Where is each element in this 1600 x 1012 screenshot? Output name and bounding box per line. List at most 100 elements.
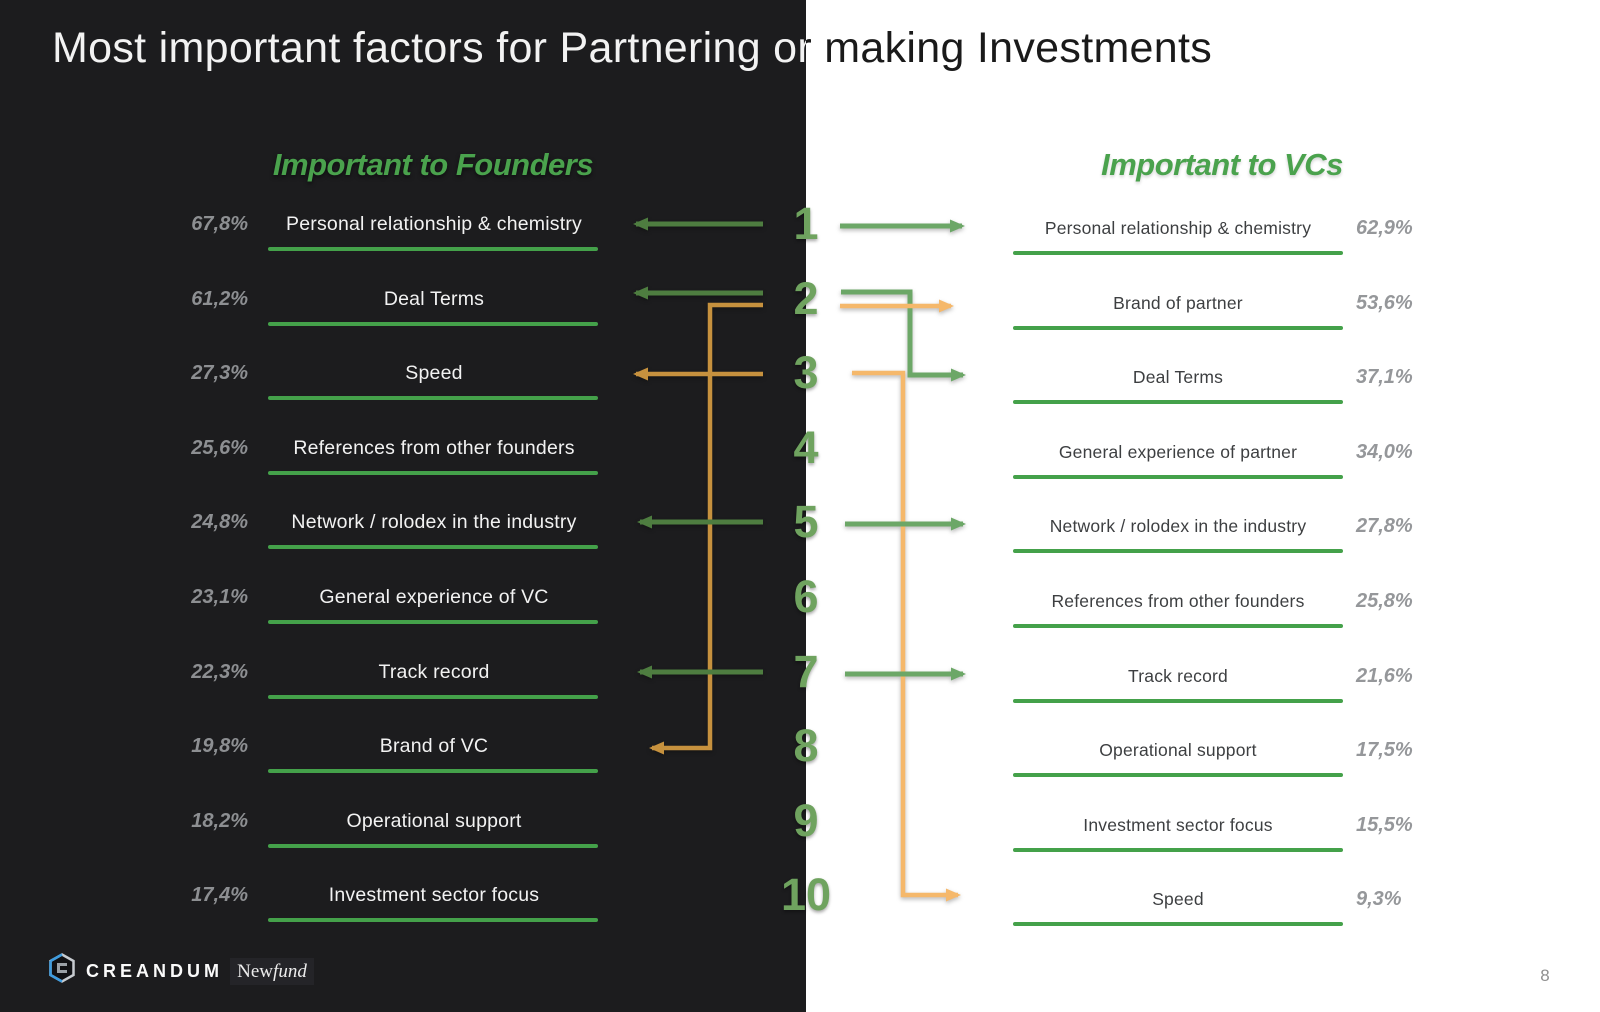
founder-label: References from other founders	[293, 437, 575, 459]
vc-pct: 53,6%	[1356, 292, 1413, 314]
founder-pct: 22,3%	[191, 661, 248, 683]
founders-column-header: Important to Founders	[272, 147, 594, 182]
underline	[268, 247, 598, 251]
underline	[1013, 475, 1343, 479]
vc-label: Track record	[1128, 666, 1228, 686]
vc-row: References from other founders 25,8%	[1000, 589, 1446, 639]
vc-label: Personal relationship & chemistry	[1044, 218, 1312, 238]
creandum-logo-icon	[49, 953, 75, 983]
underline	[268, 918, 598, 922]
vc-pct: 25,8%	[1356, 590, 1413, 612]
underline	[268, 769, 598, 773]
underline	[268, 844, 598, 848]
vc-label: Deal Terms	[1132, 367, 1224, 387]
founder-label: General experience of VC	[319, 586, 549, 608]
founder-row: 19,8% Brand of VC	[140, 734, 606, 784]
founder-row: 25,6% References from other founders	[140, 436, 606, 486]
founder-row: 27,3% Speed	[140, 361, 606, 411]
founder-pct: 24,8%	[191, 511, 248, 533]
vc-pct: 15,5%	[1356, 814, 1413, 836]
underline	[1013, 400, 1343, 404]
underline	[268, 695, 598, 699]
vc-row: Operational support 17,5%	[1000, 738, 1446, 788]
founder-pct: 18,2%	[191, 810, 248, 832]
vc-row: Brand of partner 53,6%	[1000, 291, 1446, 341]
vc-row: General experience of partner 34,0%	[1000, 440, 1446, 490]
page-number: 8	[1540, 966, 1550, 985]
founder-label: Speed	[405, 362, 463, 384]
underline	[268, 545, 598, 549]
underline	[1013, 251, 1343, 255]
underline	[1013, 326, 1343, 330]
vc-row: Investment sector focus 15,5%	[1000, 813, 1446, 863]
vc-pct: 34,0%	[1356, 441, 1413, 463]
rank-number: 2	[793, 273, 819, 324]
vc-row: Network / rolodex in the industry 27,8%	[1000, 514, 1446, 564]
founder-label: Personal relationship & chemistry	[286, 213, 582, 235]
founder-pct: 23,1%	[191, 586, 248, 608]
creandum-logo-text: CREANDUM	[86, 961, 223, 981]
founder-row: 61,2% Deal Terms	[140, 287, 606, 337]
underline	[1013, 624, 1343, 628]
underline	[1013, 848, 1343, 852]
vc-label: Network / rolodex in the industry	[1049, 516, 1307, 536]
vc-pct: 27,8%	[1356, 515, 1413, 537]
underline	[1013, 773, 1343, 777]
underline	[1013, 922, 1343, 926]
underline	[268, 322, 598, 326]
founder-label: Operational support	[346, 810, 522, 832]
newfund-logo-text: New	[237, 960, 274, 982]
founder-pct: 27,3%	[191, 362, 248, 384]
vc-label: Speed	[1152, 889, 1204, 909]
vc-label: Investment sector focus	[1083, 815, 1273, 835]
rank-number: 3	[793, 347, 819, 398]
vc-row: Speed 9,3%	[1000, 887, 1446, 937]
rank-number: 7	[793, 646, 819, 697]
underline	[268, 396, 598, 400]
rank-number: 1	[793, 198, 819, 249]
arrow-speed-to-vcs-bent	[852, 370, 961, 902]
vc-pct: 9,3%	[1356, 888, 1402, 910]
rank-number: 6	[793, 571, 819, 622]
founder-pct: 61,2%	[191, 288, 248, 310]
vc-label: Brand of partner	[1113, 293, 1243, 313]
underline	[1013, 549, 1343, 553]
rank-number: 5	[793, 496, 819, 547]
newfund-logo-text-italic: fund	[273, 960, 307, 982]
founder-label: Investment sector focus	[328, 884, 540, 906]
founder-pct: 25,6%	[191, 437, 248, 459]
vc-label: Operational support	[1099, 740, 1257, 760]
underline	[268, 620, 598, 624]
rank-number: 4	[793, 422, 819, 473]
page-title-dark-half: Most important factors for Partnering or…	[52, 24, 1213, 72]
rank-number: 8	[793, 720, 819, 771]
founder-row: 23,1% General experience of VC	[140, 585, 606, 635]
vc-label: General experience of partner	[1058, 442, 1298, 462]
founder-pct: 17,4%	[191, 884, 248, 906]
vc-row: Track record 21,6%	[1000, 664, 1446, 714]
vc-pct: 21,6%	[1356, 665, 1413, 687]
rank-number: 10	[780, 869, 832, 920]
vc-row: Personal relationship & chemistry 62,9%	[1000, 216, 1446, 266]
vc-pct: 62,9%	[1356, 217, 1413, 239]
founder-row: 22,3% Track record	[140, 660, 606, 710]
underline	[268, 471, 598, 475]
vcs-column-header: Important to VCs	[1101, 147, 1343, 182]
vc-label: References from other founders	[1051, 591, 1305, 611]
page-title: Most important factors for Partnering or…	[52, 16, 1472, 80]
founder-row: 18,2% Operational support	[140, 809, 606, 859]
founder-label: Deal Terms	[383, 288, 485, 310]
founder-pct: 67,8%	[191, 213, 248, 235]
founder-label: Network / rolodex in the industry	[291, 511, 577, 533]
rank-number: 9	[793, 795, 819, 846]
founder-row: 67,8% Personal relationship & chemistry	[140, 212, 606, 262]
founder-label: Brand of VC	[379, 735, 489, 757]
arrow-deal-terms-to-vcs-bent	[841, 289, 966, 382]
underline	[1013, 699, 1343, 703]
vc-row: Deal Terms 37,1%	[1000, 365, 1446, 415]
founder-row: 24,8% Network / rolodex in the industry	[140, 510, 606, 560]
vc-pct: 37,1%	[1356, 366, 1413, 388]
vc-pct: 17,5%	[1356, 739, 1413, 761]
